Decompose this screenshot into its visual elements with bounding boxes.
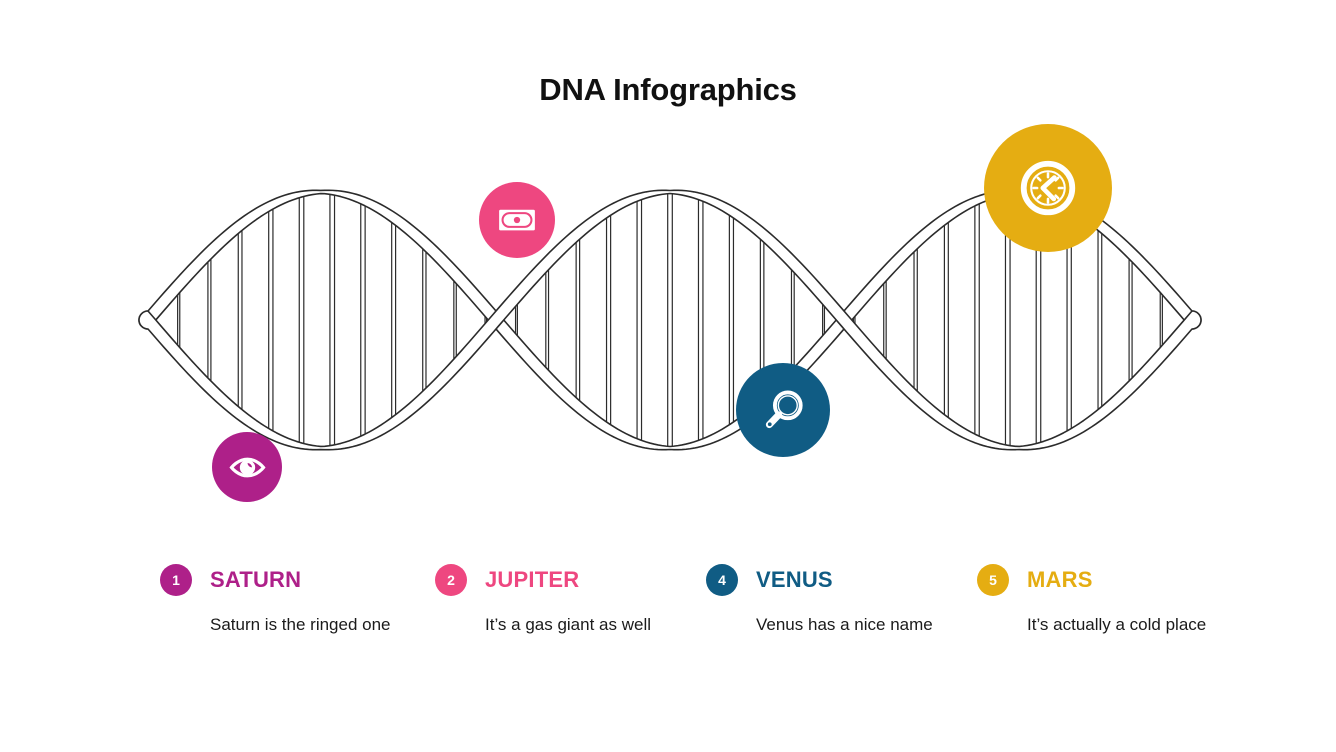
helix-rung <box>822 304 826 336</box>
dna-helix-svg <box>138 189 1202 451</box>
helix-rung <box>298 195 305 445</box>
page-title: DNA Infographics <box>539 72 797 107</box>
helix-rung <box>790 270 795 370</box>
helix-rung <box>913 249 918 391</box>
helix-rung <box>453 281 457 359</box>
helix-rung <box>605 215 612 425</box>
legend-item-description: Saturn is the ringed one <box>210 615 391 634</box>
helix-rung <box>667 192 673 448</box>
helix-rung <box>974 203 980 437</box>
legend-number-badge: 4 <box>706 564 738 596</box>
legend-item-header: 2 JUPITER <box>435 560 697 600</box>
helix-rung <box>1159 292 1163 348</box>
helix-rung <box>728 215 735 425</box>
legend-item-saturn[interactable]: 1 SATURN Saturn is the ringed one <box>160 560 422 637</box>
legend-item-venus[interactable]: 4 VENUS Venus has a nice name <box>706 560 968 637</box>
helix-rung <box>360 203 366 437</box>
helix-rung <box>943 222 949 418</box>
helix-rung <box>391 222 397 418</box>
legend-item-header: 1 SATURN <box>160 560 422 600</box>
dna-illustration <box>0 120 1336 520</box>
helix-node-clock[interactable] <box>984 124 1112 252</box>
legend-number-badge: 1 <box>160 564 192 596</box>
legend-item-description: It’s actually a cold place <box>1027 615 1207 634</box>
helix-node-search[interactable] <box>736 363 830 457</box>
legend: 1 SATURN Saturn is the ringed one 2 JUPITER I… <box>0 560 1336 700</box>
legend-item-title: MARS <box>1027 567 1093 592</box>
helix-rung <box>575 239 581 401</box>
helix-rung <box>1097 230 1103 410</box>
legend-item-description: It’s a gas giant as well <box>485 615 651 634</box>
legend-item-title: VENUS <box>756 567 833 592</box>
banknote-icon <box>499 209 535 231</box>
helix-rung <box>422 249 427 391</box>
clock-icon <box>1020 160 1076 216</box>
helix-rung <box>1128 259 1133 381</box>
legend-item-mars[interactable]: 5 MARS It’s actually a cold place <box>977 560 1239 637</box>
legend-item-header: 4 VENUS <box>706 560 968 600</box>
helix-rung <box>207 259 212 381</box>
helix-node-money[interactable] <box>479 182 555 258</box>
eye-icon <box>228 457 266 477</box>
legend-item-title: SATURN <box>210 567 302 592</box>
legend-number-badge: 5 <box>977 564 1009 596</box>
helix-rung <box>514 304 518 336</box>
legend-item-header: 5 MARS <box>977 560 1239 600</box>
legend-item-description: Venus has a nice name <box>756 615 933 634</box>
legend-item-jupiter[interactable]: 2 JUPITER It’s a gas giant as well <box>435 560 697 637</box>
helix-rung <box>545 270 550 370</box>
helix-rung <box>177 292 181 348</box>
helix-strand-back <box>138 189 1202 451</box>
helix-rung <box>268 209 274 431</box>
helix-rung <box>237 230 243 410</box>
helix-rung <box>329 193 336 447</box>
legend-item-title: JUPITER <box>485 567 580 592</box>
legend-number-badge: 2 <box>435 564 467 596</box>
magnifying-glass-icon <box>765 390 803 428</box>
helix-rung <box>697 199 704 441</box>
helix-node-eye[interactable] <box>212 432 282 502</box>
helix-rung <box>883 281 887 359</box>
helix-rung <box>636 199 643 441</box>
